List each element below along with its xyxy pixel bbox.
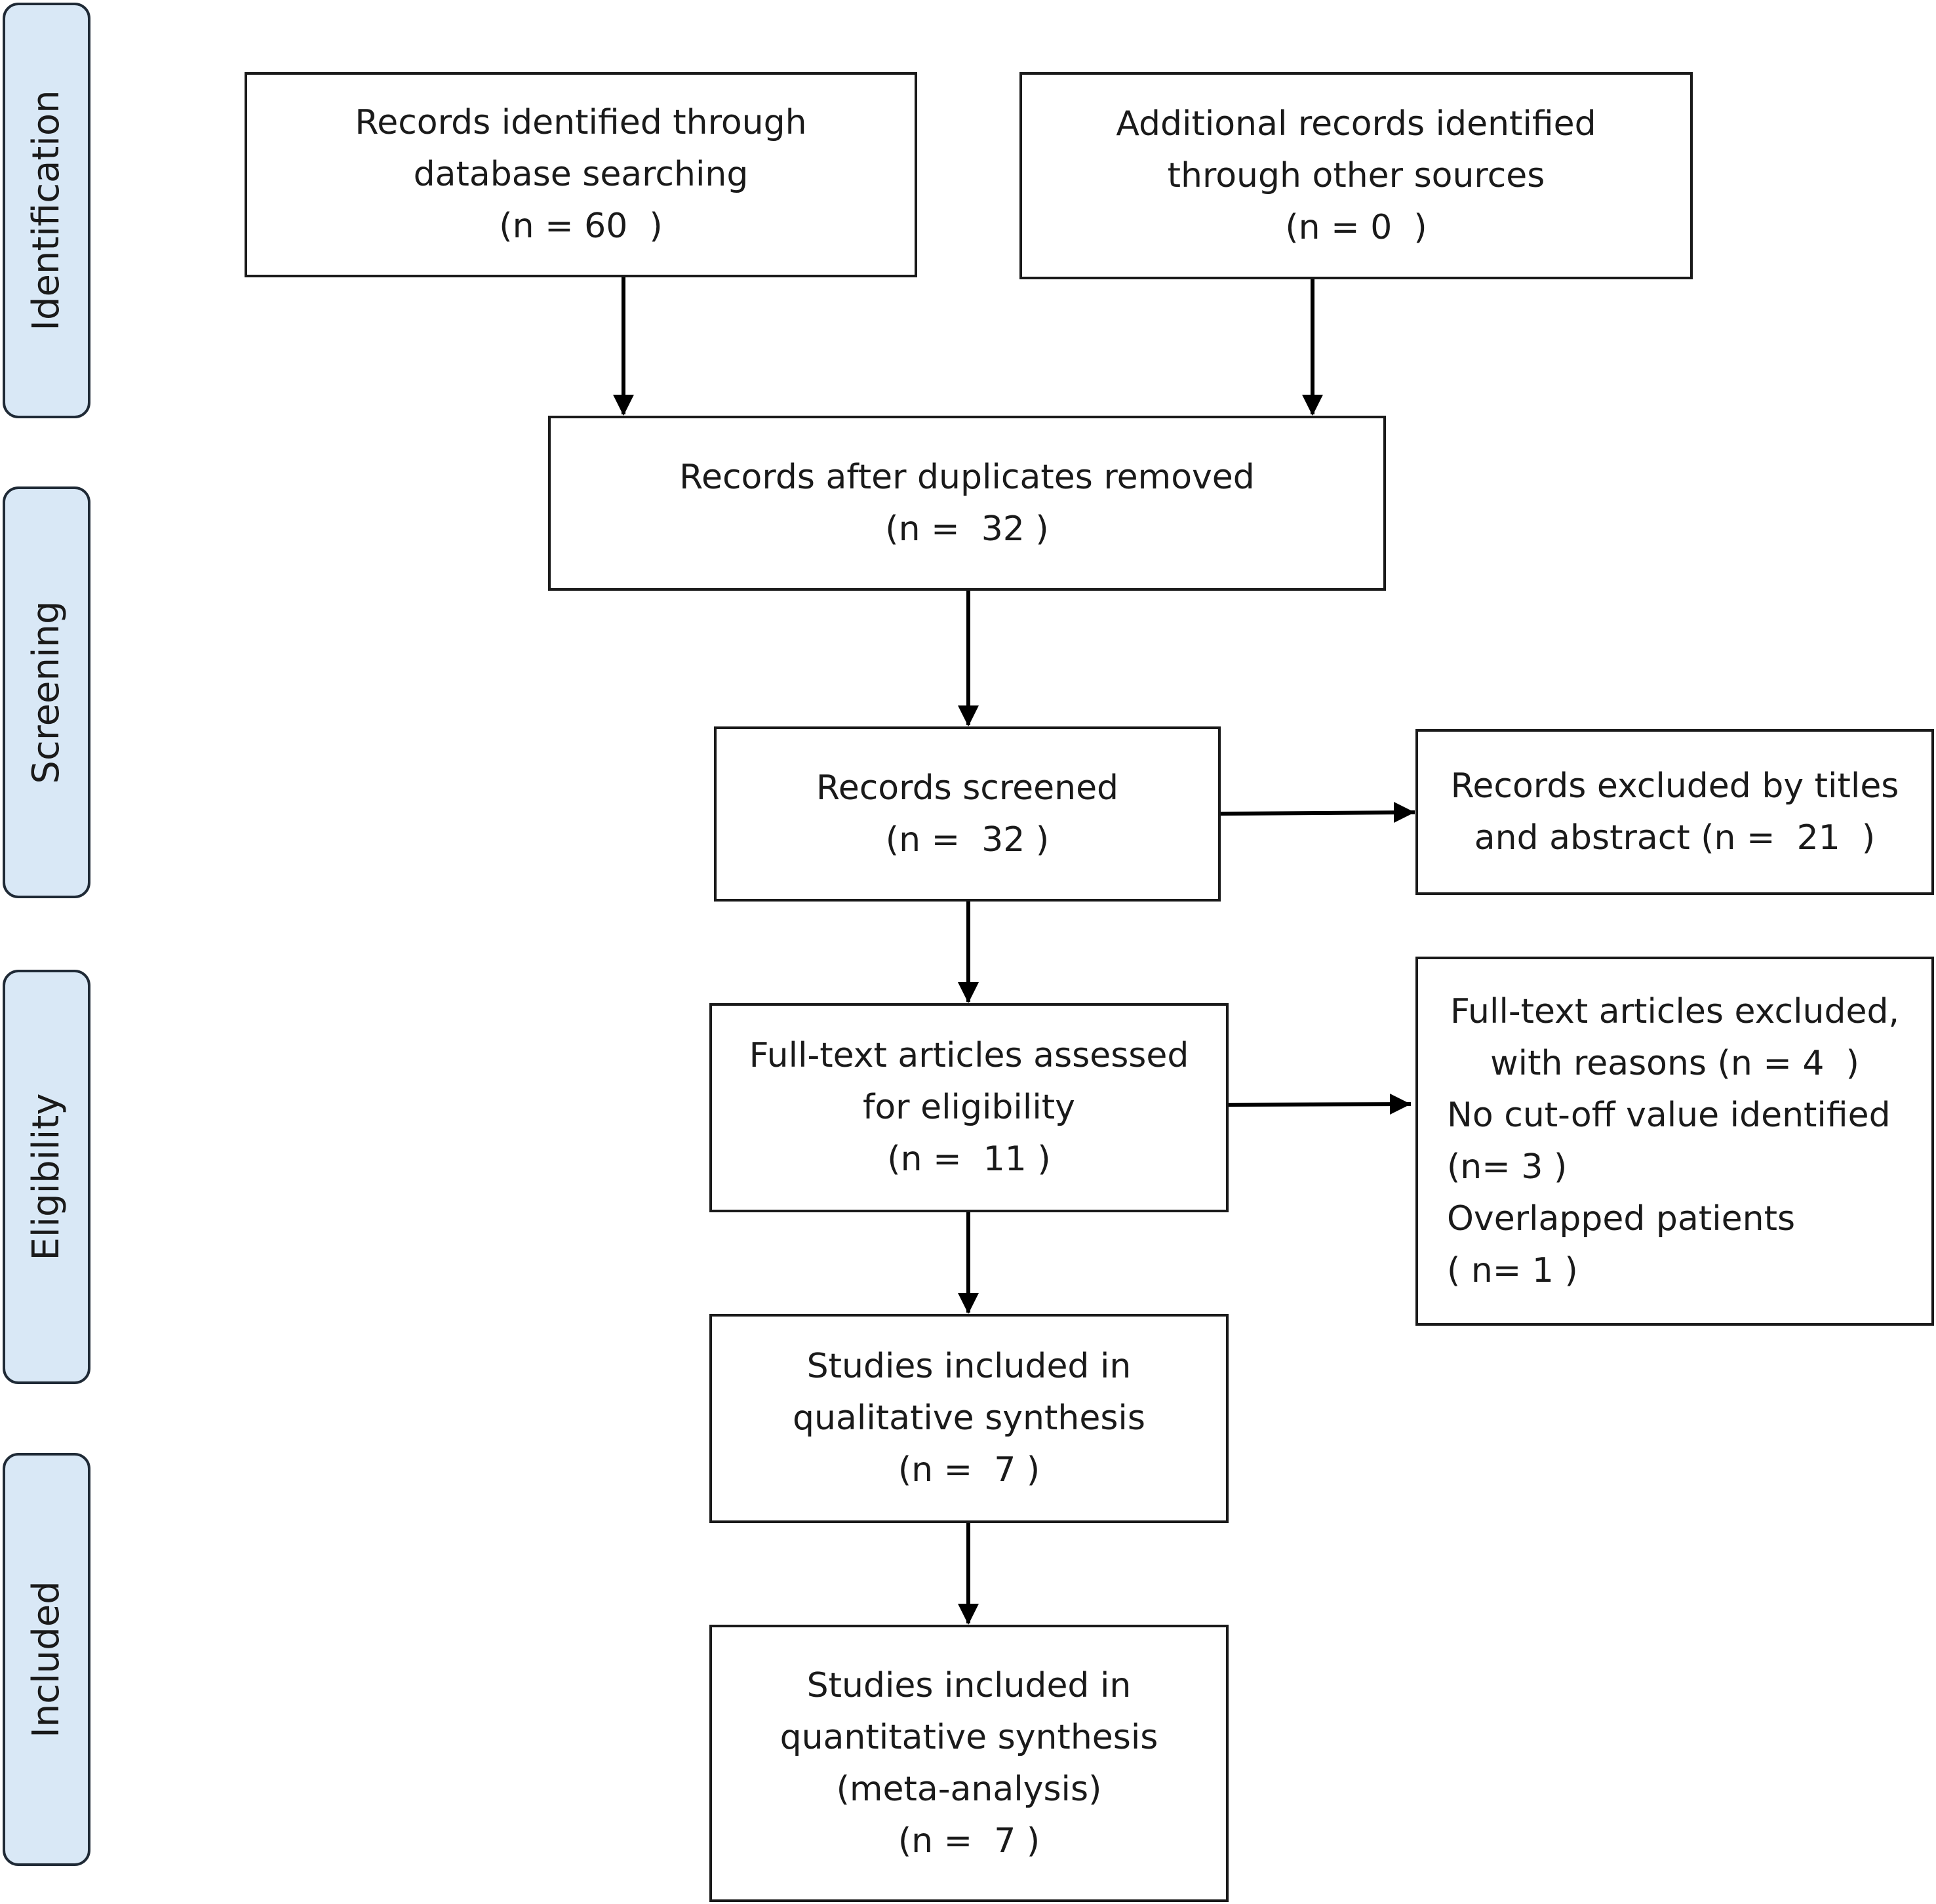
box-quantitative-line-3: (meta-analysis) — [836, 1769, 1102, 1809]
arrowhead-screened-right — [1394, 802, 1415, 823]
box-quantitative-count: (n = 7 ) — [898, 1821, 1040, 1861]
stage-included: Included — [3, 1453, 90, 1866]
box-database-line-2: database searching — [413, 155, 749, 194]
box-database-line-1: Records identified through — [355, 103, 807, 142]
box-fulltext-line-2: for eligibility — [863, 1088, 1075, 1127]
box-fulltext-count: (n = 11 ) — [887, 1140, 1051, 1179]
box-qualitative-line-1: Studies included in — [806, 1347, 1132, 1386]
stage-screening: Screening — [3, 486, 90, 898]
box-database-search: Records identified through database sear… — [245, 72, 917, 277]
arrowhead-fulltext-down — [958, 1293, 979, 1314]
arrowhead-other — [1302, 395, 1323, 416]
box-quantitative-synthesis: Studies included in quantitative synthes… — [709, 1625, 1229, 1902]
box-records-excluded-titles: Records excluded by titles and abstract … — [1415, 729, 1934, 895]
box-other-count: (n = 0 ) — [1285, 207, 1427, 247]
box-ft-excluded-line-1: Full-text articles excluded, — [1450, 991, 1900, 1031]
box-quantitative-line-1: Studies included in — [806, 1665, 1132, 1705]
box-qualitative-synthesis: Studies included in qualitative synthesi… — [709, 1314, 1229, 1523]
arrowhead-screened-down — [958, 982, 979, 1003]
box-other-sources: Additional records identified through ot… — [1019, 72, 1693, 279]
stage-eligibility: Eligibility — [3, 970, 90, 1384]
box-fulltext-line-1: Full-text articles assessed — [749, 1036, 1189, 1075]
box-qualitative-line-2: qualitative synthesis — [793, 1398, 1145, 1438]
arrow-fulltext-to-excluded — [1225, 1102, 1412, 1107]
box-screened-line-1: Records screened — [816, 768, 1119, 808]
box-records-screened: Records screened (n = 32 ) — [714, 726, 1221, 902]
stage-identification: Identification — [3, 3, 90, 418]
box-fulltext-excluded: Full-text articles excluded, with reason… — [1415, 957, 1934, 1326]
box-other-line-2: through other sources — [1167, 155, 1545, 195]
arrow-screened-to-excluded — [1219, 810, 1415, 816]
box-ft-excluded-reason-2: Overlapped patients — [1447, 1199, 1796, 1239]
box-duplicates-line-1: Records after duplicates removed — [679, 457, 1255, 497]
box-qualitative-count: (n = 7 ) — [898, 1450, 1040, 1490]
box-ft-excluded-line-2: with reasons (n = 4 ) — [1490, 1043, 1859, 1083]
arrowhead-duplicates — [958, 705, 979, 726]
box-quantitative-line-2: quantitative synthesis — [780, 1717, 1158, 1757]
box-ft-excluded-reason-1-count: (n= 3 ) — [1447, 1147, 1568, 1187]
box-ft-excluded-reason-1: No cut-off value identified — [1447, 1095, 1891, 1135]
box-database-count: (n = 60 ) — [499, 207, 663, 246]
box-fulltext-assessed: Full-text articles assessed for eligibil… — [709, 1003, 1229, 1212]
arrowhead-database — [613, 395, 634, 416]
box-other-line-1: Additional records identified — [1116, 104, 1596, 144]
box-duplicates-removed: Records after duplicates removed (n = 32… — [548, 416, 1386, 591]
box-excluded-titles-line-1: Records excluded by titles — [1450, 766, 1899, 806]
box-screened-count: (n = 32 ) — [885, 820, 1050, 860]
box-ft-excluded-reason-2-count: ( n= 1 ) — [1447, 1250, 1578, 1290]
box-duplicates-count: (n = 32 ) — [885, 509, 1049, 549]
arrowhead-fulltext-right — [1390, 1094, 1411, 1115]
box-excluded-titles-line-2: and abstract (n = 21 ) — [1474, 818, 1876, 858]
arrowhead-qualitative-down — [958, 1604, 979, 1625]
